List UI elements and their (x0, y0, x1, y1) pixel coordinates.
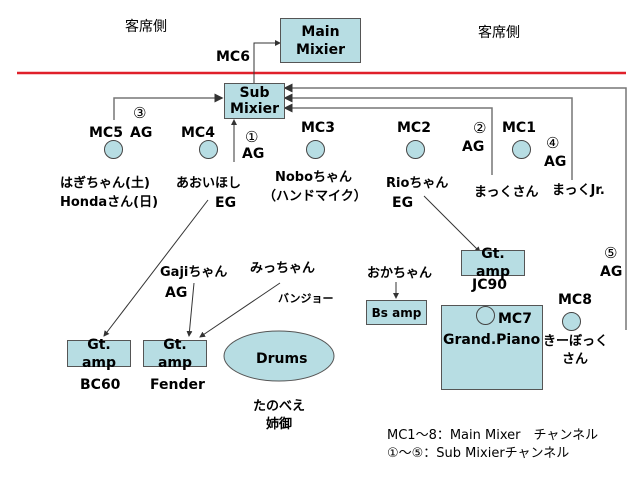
bass-amp-label: Bs amp (371, 305, 422, 320)
main-mixer-label-line1: Main (301, 23, 340, 40)
mc5-label: MC5 (89, 125, 123, 141)
gt-amp-bc60-model: BC60 (80, 377, 121, 393)
mc3-player-line1: Noboちゃん (275, 170, 353, 185)
bass-amp-box: Bs amp (366, 300, 427, 325)
mc4-label: MC4 (181, 125, 215, 141)
sub-ch1-marker: ① (245, 128, 259, 146)
drums-shape (223, 330, 335, 382)
mc1-right-player: まっくJr. (552, 183, 605, 198)
mc2-player-line1: Rioちゃん (386, 176, 449, 191)
gt-amp-bc60-label: Gt. amp (81, 336, 117, 371)
mc2-mic (406, 140, 425, 159)
mitchan-name: みっちゃん (250, 261, 316, 276)
mc4-player-line1: あおいほし (176, 176, 242, 191)
legend-line2: ①～⑤：Sub Mixierチャンネル (387, 446, 570, 461)
sub-to-main-line (253, 40, 281, 84)
sub-ch4-line (283, 93, 573, 180)
mc8-player-line1: きーぼっく (543, 334, 609, 349)
mc7-mic (476, 306, 495, 325)
gt-amp-fender-label: Gt. amp (157, 336, 193, 371)
sub-ch3-line (113, 93, 224, 120)
mc2-player-line2: EG (392, 195, 414, 211)
mitchan-to-fender-line (199, 282, 281, 338)
mc8-type-label: AG (600, 264, 623, 280)
gt-amp-fender-model: Fender (150, 377, 205, 393)
sub-mixer-label-line1: Sub (239, 85, 270, 101)
mc4-mic (199, 140, 218, 159)
gt-amp-jc90-box: Gt. amp (461, 246, 525, 280)
gaji-name: Gajiちゃん (160, 265, 228, 280)
mc1-mic (512, 140, 531, 159)
mc5-type-label: AG (130, 125, 153, 141)
audience-side-left-label: 客席側 (125, 19, 167, 35)
gt-amp-fender-box: Gt. amp (143, 337, 207, 371)
audience-side-right-label: 客席側 (478, 25, 520, 41)
sub-ch2-marker: ② (473, 119, 487, 137)
drummer-line1: たのべえ (252, 399, 305, 414)
sub-ch3-marker: ③ (133, 104, 147, 122)
mc7-label: MC7 (498, 311, 532, 327)
sub-ch4-marker: ④ (546, 134, 560, 152)
mc4-type-label: AG (242, 146, 265, 162)
okachan-name: おかちゃん (367, 266, 433, 281)
mc5-player-line1: はぎちゃん(土) (60, 176, 150, 191)
main-mixer-label-line2: Mixier (296, 41, 345, 58)
mc6-label: MC6 (216, 49, 250, 65)
mc1-right-type-label: AG (544, 154, 567, 170)
gt-amp-jc90-model: JC90 (472, 277, 507, 293)
gt-amp-bc60-box: Gt. amp (67, 337, 131, 371)
mc8-mic (562, 312, 581, 331)
mc3-mic (306, 140, 325, 159)
rio-to-jc90-line (423, 195, 481, 253)
grand-piano-label: Grand.Piano (443, 332, 541, 348)
gaji-to-fender-line (186, 282, 195, 337)
gt-amp-jc90-label: Gt. amp (475, 246, 511, 280)
drummer-line2: 姉御 (265, 417, 292, 432)
mc1-left-player: まっくさん (474, 185, 539, 200)
mitchan-instrument: バンジョー (278, 292, 334, 305)
mc5-mic (104, 140, 123, 159)
drums-label: Drums (256, 351, 308, 367)
gaji-type: AG (165, 285, 188, 301)
sub-ch2-line (283, 103, 493, 175)
aoihoshi-to-bc60-line (103, 199, 209, 337)
mc4-player-line2: EG (215, 195, 237, 211)
legend-line1: MC1～8：Main Mixer チャンネル (387, 428, 599, 443)
sub-ch5-marker: ⑤ (604, 244, 618, 262)
mc1-left-type-label: AG (462, 139, 485, 155)
sub-ch5-line (283, 83, 627, 330)
mc2-label: MC2 (397, 120, 431, 136)
mc5-player-line2: Hondaさん(日) (60, 195, 159, 210)
mc3-label: MC3 (301, 120, 335, 136)
mc8-label: MC8 (558, 292, 592, 308)
mc3-player-line2: （ハンドマイク） (263, 189, 367, 204)
sub-mixer-label-line2: Mixier (230, 101, 279, 117)
mc8-player-line2: さん (562, 352, 589, 367)
mc1-label: MC1 (502, 120, 536, 136)
